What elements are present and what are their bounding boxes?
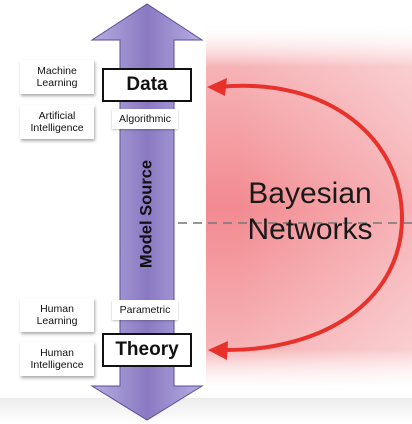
bayesian-title-line2: Networks bbox=[247, 213, 373, 246]
model-source-label: Model Source bbox=[137, 159, 156, 269]
loop-arrow-head-bottom bbox=[208, 341, 228, 360]
algorithmic-tag: Algorithmic bbox=[112, 109, 178, 129]
data-box: Data bbox=[102, 68, 192, 102]
bayesian-networks-title: Bayesian Networks bbox=[212, 176, 408, 248]
model-source-axis-arrow bbox=[90, 3, 204, 421]
label-artificial-intelligence: Artificial Intelligence bbox=[20, 105, 94, 139]
label-human-learning: Human Learning bbox=[20, 298, 94, 332]
parametric-tag: Parametric bbox=[112, 300, 178, 320]
label-human-intelligence: Human Intelligence bbox=[20, 342, 94, 376]
floor-band bbox=[0, 398, 412, 424]
loop-arrow bbox=[217, 83, 405, 353]
theory-box: Theory bbox=[102, 333, 192, 367]
loop-arrow-head-top bbox=[207, 78, 227, 96]
label-machine-learning: Machine Learning bbox=[20, 60, 94, 94]
bayesian-title-line1: Bayesian bbox=[248, 177, 372, 210]
